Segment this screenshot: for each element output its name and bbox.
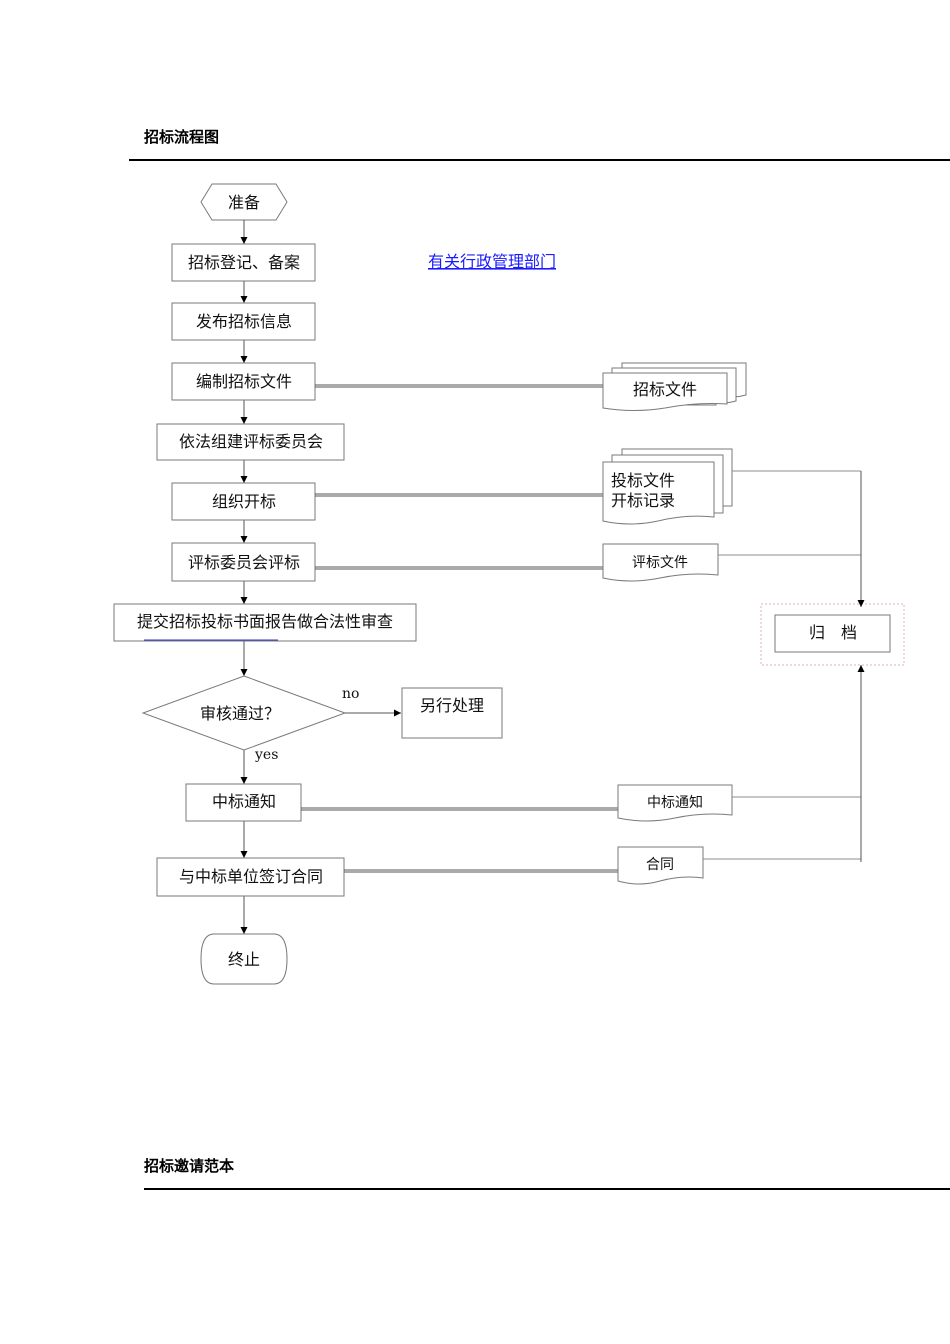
admin-department-link[interactable]: 有关行政管理部门 — [428, 252, 556, 271]
bid-docs-label-2: 开标记录 — [611, 491, 675, 510]
award-notice-doc-label: 中标通知 — [647, 794, 703, 811]
archive-label: 归 档 — [809, 623, 857, 642]
yes-label: yes — [254, 747, 278, 763]
contract-doc-shape: 合同 — [617, 846, 704, 885]
step-committee-label: 依法组建评标委员会 — [179, 432, 323, 451]
step-contract-label: 与中标单位签订合同 — [179, 867, 323, 886]
step-opening: 组织开标 — [171, 482, 316, 521]
connector-evaluation-to-eval-docs — [315, 566, 603, 570]
step-award-notice: 中标通知 — [185, 783, 302, 822]
archive-connectors — [703, 470, 865, 862]
step-report-label: 提交招标投标书面报告做合法性审查 — [137, 612, 393, 631]
end-label: 终止 — [228, 950, 260, 969]
award-notice-doc-shape: 中标通知 — [617, 784, 733, 822]
step-publish: 发布招标信息 — [171, 302, 316, 341]
bid-docs-shape: 投标文件 开标记录 — [602, 448, 733, 525]
tender-docs-shape: 招标文件 — [602, 362, 747, 411]
step-compile: 编制招标文件 — [171, 362, 316, 401]
step-opening-label: 组织开标 — [212, 492, 276, 511]
tender-docs-label: 招标文件 — [633, 380, 697, 399]
section-title-flowchart: 招标流程图 — [144, 128, 220, 146]
step-report: 提交招标投标书面报告做合法性审查 — [113, 603, 417, 642]
connector-opening-to-bid-docs — [315, 493, 603, 497]
decision-node: 审核通过？ — [141, 675, 347, 751]
step-evaluation-label: 评标委员会评标 — [188, 553, 300, 572]
step-award-label: 中标通知 — [212, 792, 276, 811]
end-node: 终止 — [200, 933, 288, 985]
no-label: no — [342, 686, 359, 702]
bid-docs-label-1: 投标文件 — [611, 471, 675, 490]
connector-compile-to-tender-docs — [315, 384, 603, 388]
connector-award-to-notice-doc — [301, 807, 618, 811]
start-node: 准备 — [200, 183, 288, 221]
step-register: 招标登记、备案 — [171, 243, 316, 282]
step-committee: 依法组建评标委员会 — [156, 423, 345, 461]
step-compile-label: 编制招标文件 — [196, 372, 292, 391]
section-title-invitation: 招标邀请范本 — [144, 1157, 235, 1175]
start-label: 准备 — [228, 193, 260, 212]
step-register-label: 招标登记、备案 — [188, 253, 300, 272]
contract-doc-label: 合同 — [646, 857, 674, 873]
alternate-label: 另行处理 — [420, 696, 484, 715]
section-divider-top — [129, 159, 950, 161]
eval-docs-shape: 评标文件 — [602, 543, 719, 582]
alternate-process: 另行处理 — [401, 687, 503, 739]
eval-docs-label: 评标文件 — [632, 555, 688, 571]
archive-node: 归 档 — [760, 603, 905, 666]
section-divider-bottom — [144, 1188, 950, 1190]
step-publish-label: 发布招标信息 — [196, 312, 292, 331]
step-evaluation: 评标委员会评标 — [171, 542, 316, 582]
decision-label: 审核通过？ — [200, 704, 280, 723]
step-contract: 与中标单位签订合同 — [156, 857, 345, 897]
connector-contract-to-contract-doc — [344, 869, 618, 873]
